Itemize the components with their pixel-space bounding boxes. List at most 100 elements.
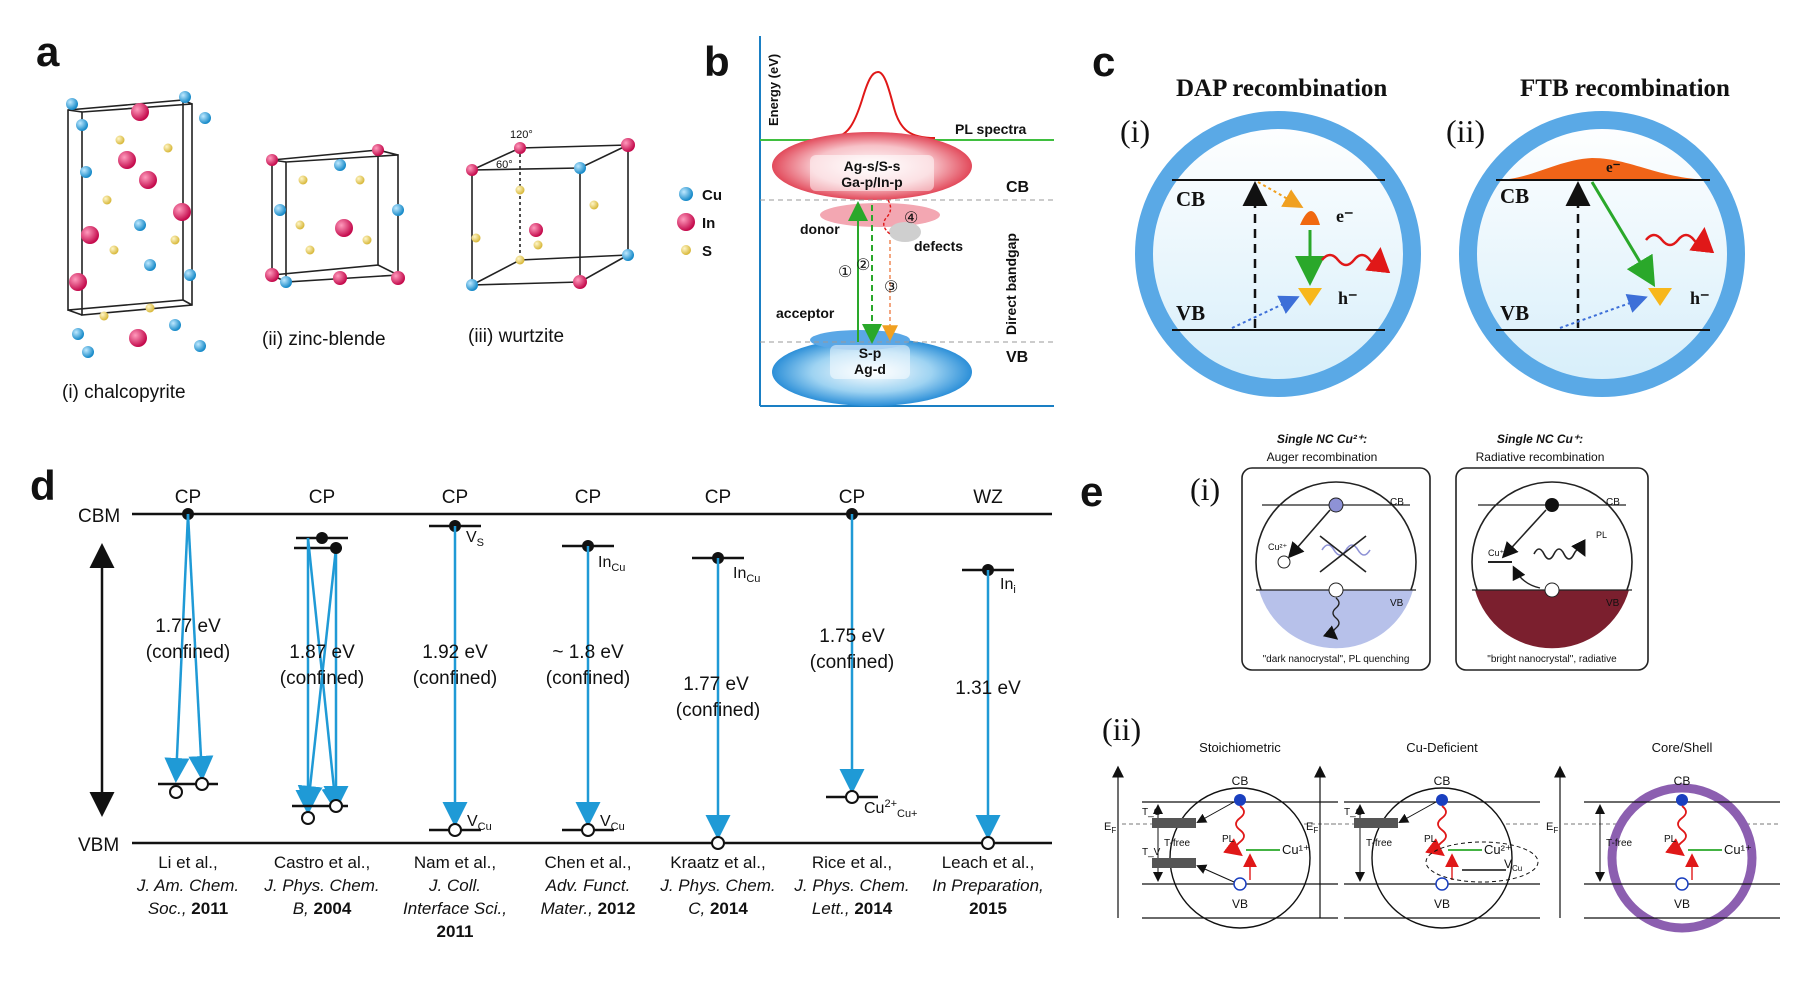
scheme-circle xyxy=(1371,787,1513,929)
s-legend-label: S xyxy=(702,243,712,260)
d-defect-vs: VS xyxy=(466,529,484,549)
radiative-hole xyxy=(1544,582,1560,598)
auger-cb-label: CB xyxy=(1390,497,1404,508)
dap-electron-label: e⁻ xyxy=(1336,206,1354,226)
radiative-cb-label: CB xyxy=(1606,497,1620,508)
cb-label: CB xyxy=(1006,179,1029,196)
wurtzite-angle-120: 120° xyxy=(510,129,533,141)
svg-text:EF: EF xyxy=(1306,821,1318,835)
d-defect-incu-1: InCu xyxy=(598,554,625,574)
svg-text:VB: VB xyxy=(1434,897,1450,911)
svg-text:Cu¹⁺: Cu¹⁺ xyxy=(1724,842,1752,857)
pl-spectrum-curve xyxy=(829,70,936,139)
d-reference-line: J. Phys. Chem. xyxy=(263,876,379,895)
ftb-hole-capture xyxy=(1559,293,1648,329)
svg-text:EF: EF xyxy=(1546,821,1558,835)
scheme-circle xyxy=(1607,783,1757,933)
radiative-caption: "bright nanocrystal", radiative xyxy=(1487,654,1617,665)
svg-text:T_C: T_C xyxy=(1344,807,1363,818)
panel-a-label: a xyxy=(36,28,60,75)
scheme-title: Cu-Deficient xyxy=(1406,740,1478,755)
auger-quenched-pl xyxy=(1321,544,1371,556)
defects-label: defects xyxy=(914,238,963,254)
panel-d: d CBM VBM CP1.77 eV(confined)Li et al.,J… xyxy=(30,462,1052,941)
auger-caption: "dark nanocrystal", PL quenching xyxy=(1263,654,1410,665)
dap-photon-emission xyxy=(1321,247,1391,274)
d-defect-cu2cu1: Cu2+Cu+ xyxy=(864,798,918,820)
d-reference-line: Kraatz et al., xyxy=(670,853,765,872)
d-reference-line: Castro et al., xyxy=(274,853,370,872)
d-phase-label: CP xyxy=(575,487,601,508)
d-phase-label: CP xyxy=(839,487,865,508)
d-acceptor-dot xyxy=(845,790,859,804)
d-reference-line: 2011 xyxy=(437,922,474,941)
d-transition-arrow xyxy=(186,513,214,781)
box2-title-2: Radiative recombination xyxy=(1476,450,1605,464)
scheme-title: Core/Shell xyxy=(1652,740,1713,755)
ftb-hole-state xyxy=(1648,288,1672,306)
d-acceptor-dot xyxy=(448,823,462,837)
d-transition-arrow xyxy=(164,513,190,783)
svg-text:T_V: T_V xyxy=(1142,847,1161,858)
acceptor-label: acceptor xyxy=(776,305,835,321)
dap-vb-label: VB xyxy=(1176,301,1205,325)
d-reference-line: B, 2004 xyxy=(293,899,352,918)
cbm-label: CBM xyxy=(78,506,120,527)
panel-e-roman-ii: (ii) xyxy=(1102,711,1141,747)
panel-e-roman-i: (i) xyxy=(1190,471,1220,507)
d-energy-label: 1.75 eV xyxy=(819,626,885,647)
d-confined-label: (confined) xyxy=(413,668,498,689)
d-reference-line: J. Am. Chem. xyxy=(136,876,239,895)
d-confined-label: (confined) xyxy=(546,668,631,689)
d-reference-line: Lett., 2014 xyxy=(812,899,893,918)
d-reference-line: Li et al., xyxy=(158,853,218,872)
svg-text:Cu²⁺: Cu²⁺ xyxy=(1484,842,1512,857)
scheme-hole xyxy=(1435,877,1449,891)
svg-text:PL: PL xyxy=(1424,834,1437,845)
ftb-circle xyxy=(1459,111,1745,397)
radiative-pl-wave xyxy=(1533,538,1586,560)
d-energy-label: 1.87 eV xyxy=(289,642,355,663)
vb-orbital-2: Ag-d xyxy=(854,361,886,377)
panel-a-legend: Cu In S xyxy=(677,187,722,260)
box1-title-2: Auger recombination xyxy=(1267,450,1378,464)
radiative-pl-label: PL xyxy=(1596,530,1607,540)
ftb-hole-label: h⁻ xyxy=(1690,288,1710,308)
radiative-vb-fill xyxy=(1475,590,1629,649)
box2-title-1: Single NC Cu⁺: xyxy=(1497,432,1583,446)
zincblende-label: (ii) zinc-blende xyxy=(262,329,386,350)
panel-c-roman-i: (i) xyxy=(1120,113,1150,149)
direct-bandgap-label: Direct bandgap xyxy=(1003,233,1019,335)
auger-electron xyxy=(1328,497,1344,513)
d-acceptor-dot xyxy=(195,777,209,791)
wurtzite-label: (iii) wurtzite xyxy=(468,326,564,347)
d-acceptor-dot xyxy=(981,836,995,850)
chalcopyrite-cell xyxy=(67,99,193,316)
auger-hole-excitation xyxy=(1322,597,1340,640)
d-phase-label: CP xyxy=(175,487,201,508)
d-reference-line: Chen et al., xyxy=(545,853,632,872)
panel-c-label: c xyxy=(1092,38,1115,85)
ftb-title: FTB recombination xyxy=(1520,75,1730,102)
d-reference-line: Adv. Funct. xyxy=(545,876,631,895)
svg-text:PL: PL xyxy=(1222,834,1235,845)
cu-legend-swatch xyxy=(679,187,693,201)
chalcopyrite-label: (i) chalcopyrite xyxy=(62,382,186,403)
d-reference-line: J. Coll. xyxy=(428,876,481,895)
panel-c: c DAP recombination FTB recombination (i… xyxy=(1092,38,1745,397)
chalcopyrite-atoms xyxy=(66,91,211,358)
scheme-electron xyxy=(1436,794,1448,806)
auger-vb-fill xyxy=(1259,590,1413,649)
cu2-site xyxy=(1277,555,1291,569)
scheme-hole xyxy=(1675,877,1689,891)
radiative-vb-label: VB xyxy=(1606,598,1620,609)
auger-vb-label: VB xyxy=(1390,598,1404,609)
dap-cb-label: CB xyxy=(1176,187,1205,211)
ftb-free-electron-band xyxy=(1496,158,1710,180)
pl-spectra-label: PL spectra xyxy=(955,121,1027,137)
ftb-electron-label: e⁻ xyxy=(1606,160,1621,176)
svg-text:VCu: VCu xyxy=(1504,857,1522,873)
d-energy-label: 1.77 eV xyxy=(683,674,749,695)
svg-text:PL: PL xyxy=(1664,834,1677,845)
d-phase-label: WZ xyxy=(973,487,1003,508)
